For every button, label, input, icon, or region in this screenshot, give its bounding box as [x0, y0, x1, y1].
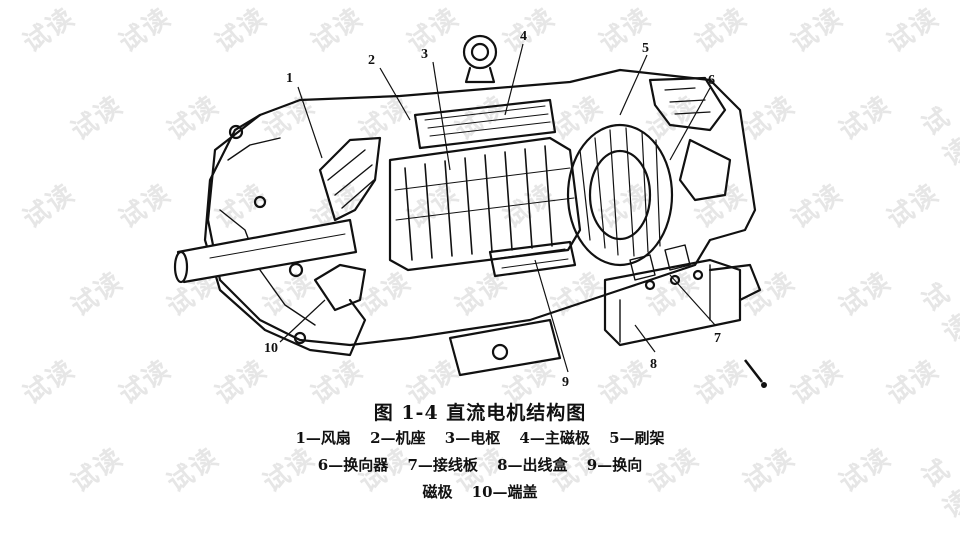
callout-1: 1: [286, 71, 293, 86]
watermark-text: 试读: [881, 178, 945, 235]
watermark-text: 试读: [65, 90, 129, 147]
callout-3: 3: [421, 47, 428, 62]
callout-labels: 1 2 3 4 5 6 7 8 9 10: [264, 29, 721, 390]
lifting-eye: [462, 34, 498, 84]
legend-line-2: 6—换向器 7—接线板 8—出线盒 9—换向: [317, 456, 643, 474]
main-pole: [413, 98, 557, 150]
watermark-text: 试读: [833, 90, 897, 147]
callout-2: 2: [368, 53, 375, 68]
callout-9: 9: [562, 375, 569, 390]
legend-line-1: 1—风扇 2—机座 3—电枢 4—主磁极 5—刷架: [295, 429, 665, 447]
watermark-text: 试读: [17, 178, 81, 235]
watermark-text: 试读: [916, 101, 960, 173]
callout-5: 5: [642, 41, 649, 56]
callout-8: 8: [650, 357, 657, 372]
watermark-text: 试读: [17, 2, 81, 59]
callout-6: 6: [708, 73, 715, 88]
terminal-box: [603, 244, 742, 347]
commutator: [566, 123, 674, 267]
watermark-text: 试读: [916, 277, 960, 349]
end-shield: [203, 113, 367, 357]
callout-4: 4: [520, 29, 527, 44]
watermark-text: 试读: [833, 266, 897, 323]
pen-mark: [744, 359, 763, 383]
interpole: [488, 240, 577, 278]
frame-outline: [206, 68, 757, 347]
legend-line-3: 磁极 10—端盖: [422, 483, 538, 501]
shaft: [173, 218, 358, 284]
callout-7: 7: [714, 331, 721, 346]
brush-holder: [648, 76, 732, 202]
pen-dot: [761, 382, 767, 388]
figure-title: 图 1-4 直流电机结构图: [373, 402, 587, 424]
armature: [388, 136, 582, 272]
callout-10: 10: [264, 341, 278, 356]
base-foot: [448, 263, 762, 377]
watermark-text: 试读: [881, 2, 945, 59]
watermark-text: 试读: [65, 266, 129, 323]
leader-lines: [279, 43, 716, 373]
dc-motor-cutaway-diagram: 1 2 3 4 5 6 7 8 9 10: [173, 29, 767, 390]
fan: [313, 136, 382, 312]
